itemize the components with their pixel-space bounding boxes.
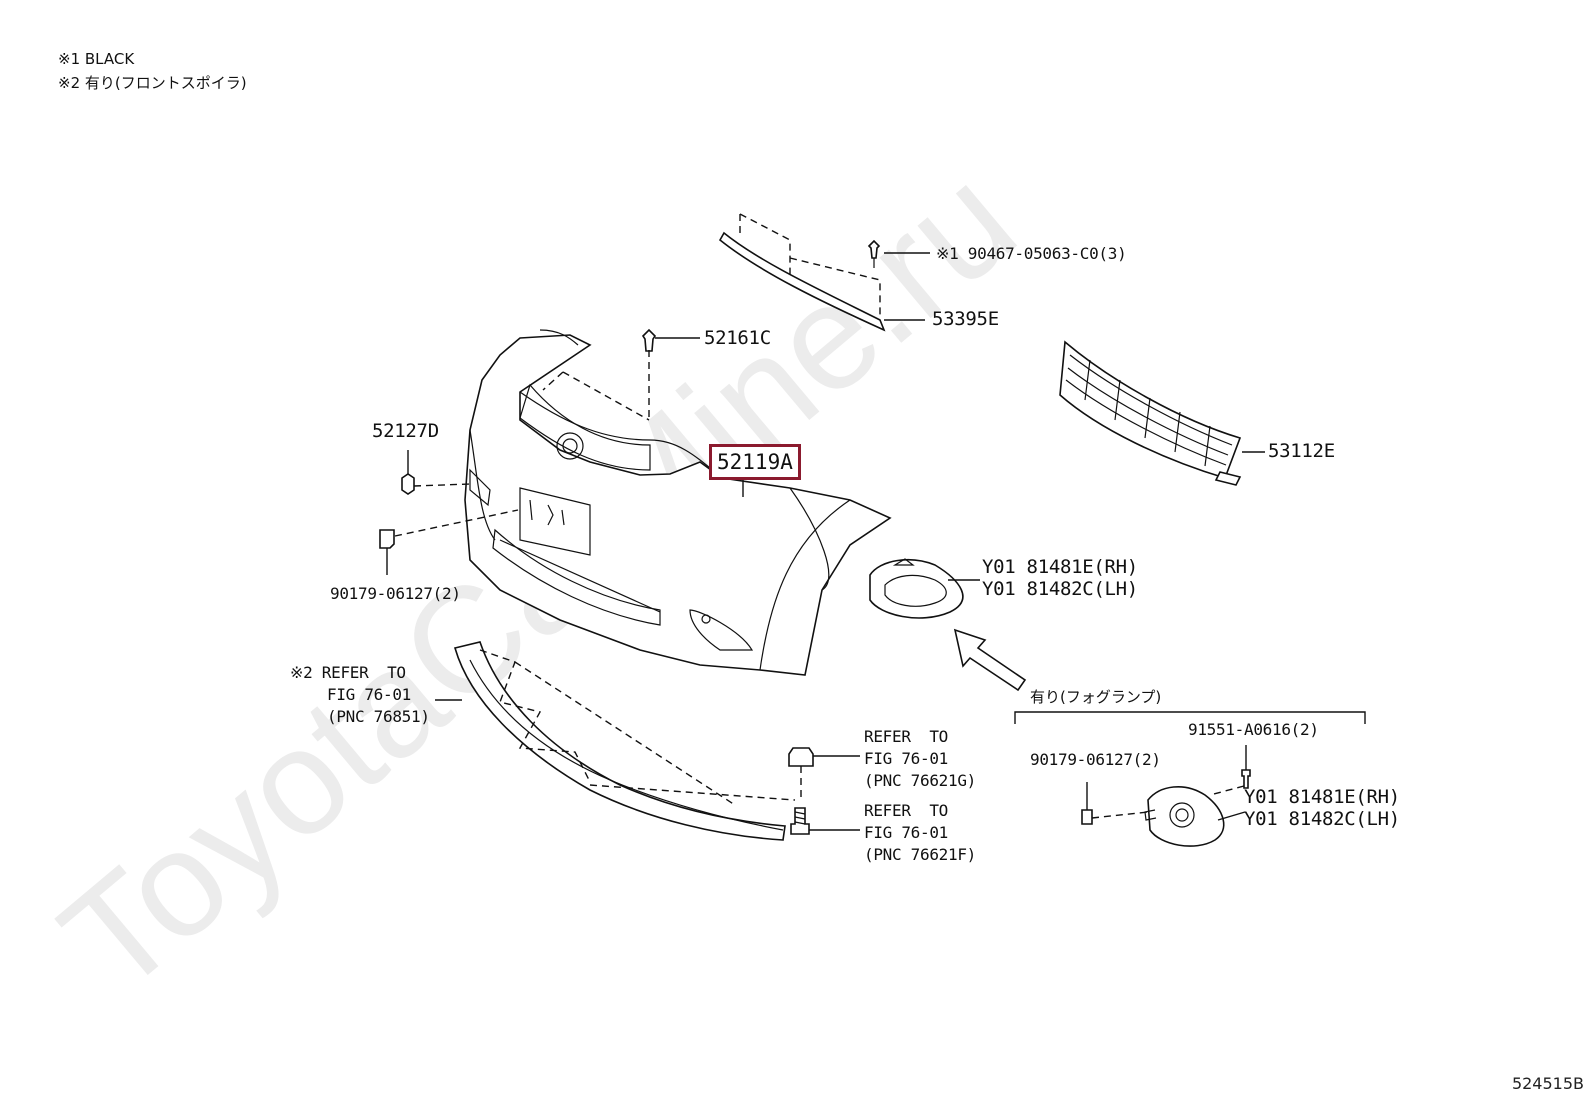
clip-black-part [867, 239, 930, 268]
molding-part [718, 213, 886, 332]
label-clip-side[interactable]: 52127D [372, 420, 439, 442]
fog-option-bracket [1014, 711, 1366, 724]
label-fog-cover-rh[interactable]: Y01 81481E(RH) [982, 556, 1138, 578]
clip-side-part [401, 450, 471, 495]
label-fog-option: 有り(フォグランプ) [1030, 688, 1162, 706]
label-fog-lh-2[interactable]: Y01 81482C(LH) [1244, 808, 1400, 830]
bumper-cover-part [464, 329, 892, 676]
lower-grille-part [1059, 340, 1265, 486]
label-clip-top[interactable]: 52161C [704, 327, 771, 349]
label-fog-cover-lh[interactable]: Y01 81482C(LH) [982, 578, 1138, 600]
spoiler-part [435, 641, 796, 841]
diagram-id: 524515B [1511, 1074, 1584, 1093]
label-bumper-cover-highlighted[interactable]: 52119A [709, 444, 801, 480]
label-spoiler-ref-3[interactable]: (PNC 76851) [327, 707, 430, 726]
label-spoiler-ref-1[interactable]: ※2 REFER TO [290, 663, 406, 682]
label-clip-ref-1[interactable]: REFER TO [864, 727, 948, 746]
direction-arrow [953, 628, 1027, 692]
spoiler-screw-part [790, 807, 860, 835]
clip-top-part [542, 328, 700, 421]
label-screw-ref-2[interactable]: FIG 76-01 [864, 823, 948, 842]
label-clip-ref-2[interactable]: FIG 76-01 [864, 749, 948, 768]
note-black: ※1 BLACK [58, 50, 135, 68]
fog-cover-part [869, 558, 980, 619]
label-clip-ref-3[interactable]: (PNC 76621G) [864, 771, 976, 790]
label-screw-ref-1[interactable]: REFER TO [864, 801, 948, 820]
spoiler-clip-part [788, 747, 860, 800]
label-nut-left[interactable]: 90179-06127(2) [330, 584, 461, 603]
label-clip-black[interactable]: ※1 90467-05063-C0(3) [936, 244, 1127, 263]
label-bolt-fog[interactable]: 91551-A0616(2) [1188, 720, 1319, 739]
label-grille-lower[interactable]: 53112E [1268, 440, 1335, 462]
fog-assembly-part [1081, 745, 1251, 847]
note-front-spoiler: ※2 有り(フロントスポイラ) [58, 74, 247, 92]
nut-left-part [379, 509, 519, 575]
label-screw-ref-3[interactable]: (PNC 76621F) [864, 845, 976, 864]
label-nut-fog[interactable]: 90179-06127(2) [1030, 750, 1161, 769]
label-molding[interactable]: 53395E [932, 308, 999, 330]
label-spoiler-ref-2[interactable]: FIG 76-01 [327, 685, 411, 704]
label-fog-rh-2[interactable]: Y01 81481E(RH) [1244, 786, 1400, 808]
